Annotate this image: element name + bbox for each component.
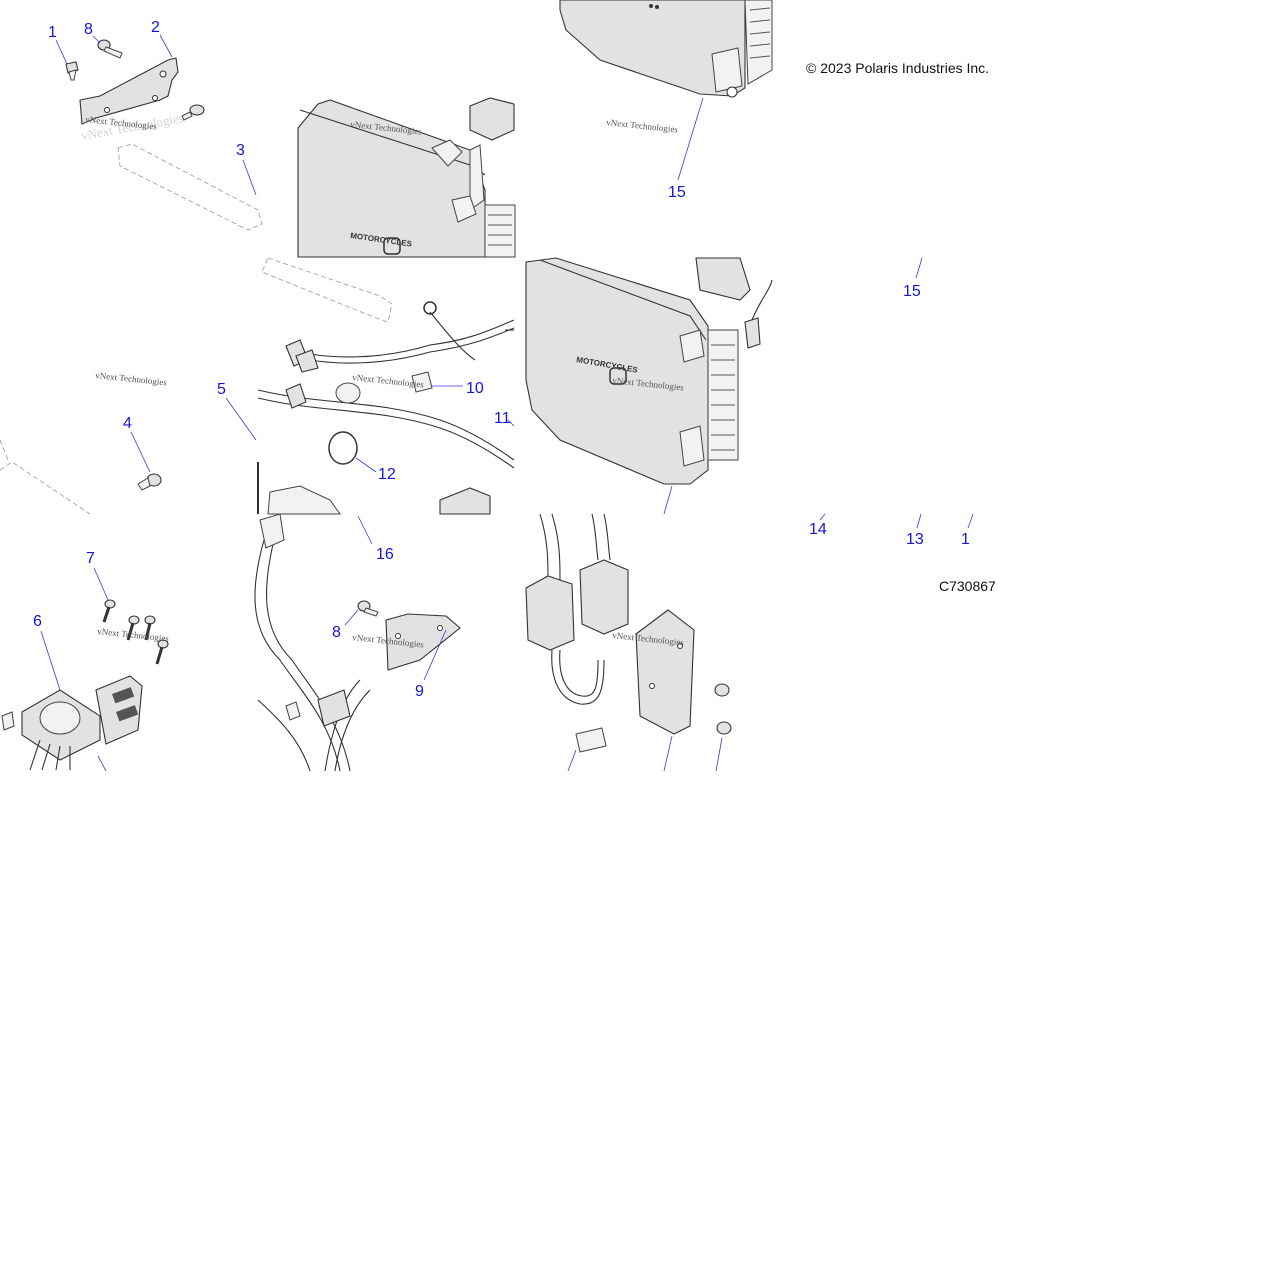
bottom-right-tile: vNext Technologies [525,513,732,772]
watermark-label: vNext Technologies [606,117,679,135]
callout-9: 9 [415,683,424,700]
callout-11: 11 [494,410,511,427]
callout-14: 14 [809,521,827,538]
callout-12: 12 [378,466,396,483]
callout-6: 6 [33,613,42,630]
middle-right-tile: MOTORCYCLES vNext Technologies [525,257,773,515]
mounting-bracket-part [79,57,179,125]
center-tile: vNext Technologies 10 11 12 [257,301,515,515]
watermark-label: vNext Technologies [95,370,168,388]
callout-3: 3 [236,142,245,159]
ghost-plate-outline [117,143,263,231]
screw-part [97,39,123,59]
bolt-part [181,104,205,121]
figure-code: C730867 [939,578,996,594]
top-right-tile: vNext Technologies 15 [559,0,773,201]
callout-2: 2 [151,19,160,36]
watermark-label: vNext Technologies [97,626,170,644]
callout-1-right: 1 [961,531,970,548]
ghost-plate-lower [261,257,393,323]
fasteners-part [714,683,732,735]
callout-15-top: 15 [668,184,686,201]
copyright-notice: © 2023 Polaris Industries Inc. [806,60,989,76]
callout-8-bottom: 8 [332,624,341,641]
callout-13: 13 [906,531,924,548]
callout-5: 5 [217,381,226,398]
bottom-left-tile: vNext Technologies 7 6 [1,550,170,772]
bracket-9-part [385,613,461,671]
watermark-label: vNext Technologies [352,372,425,390]
callout-16: 16 [376,546,394,563]
middle-left-tile: vNext Technologies 5 4 [0,370,257,515]
bolts-7-part [102,599,169,665]
callout-1-top: 1 [48,24,57,41]
callout-8-top: 8 [84,21,93,38]
bolt-4-part [137,473,162,491]
push-rivet-part [65,61,79,81]
callout-4: 4 [123,415,132,432]
socket-6-part [1,675,143,771]
callout-7: 7 [86,550,95,567]
top-middle-tile: MOTORCYCLES vNext Technologies [297,97,516,258]
bottom-middle-tile: vNext Technologies 16 8 9 [254,513,461,772]
callout-10: 10 [466,380,484,397]
callout-15-right: 15 [903,283,921,300]
screw-8-part [357,600,379,617]
